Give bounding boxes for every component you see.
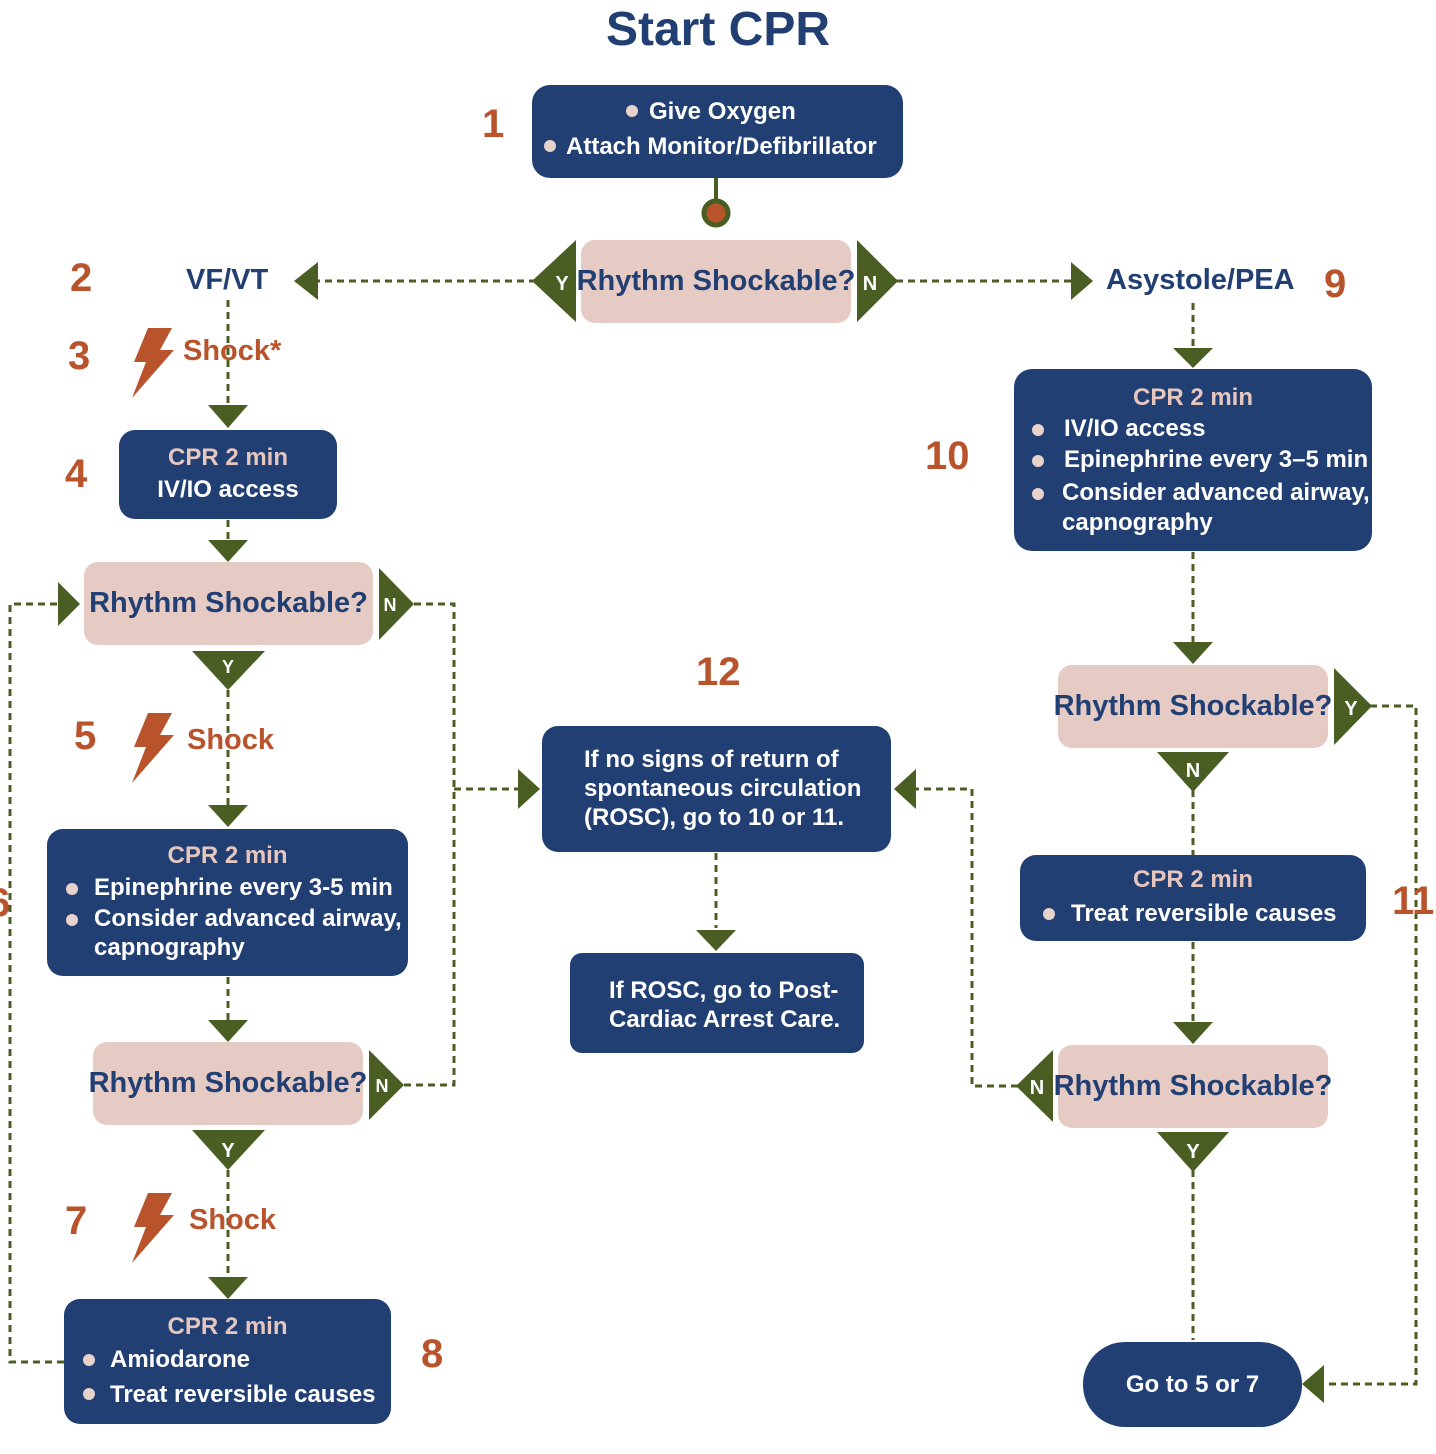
post-care-line-2: Cardiac Arrest Care. [609,1006,841,1033]
bullet-dot-icon [1032,455,1044,467]
step-10-item-2: Epinephrine every 3–5 min [1064,446,1369,473]
step-11-box: CPR 2 min Treat reversible causes [1020,855,1366,941]
no-label-top: N [863,273,877,295]
no-label-left-1: N [384,595,397,615]
bullet-dot-icon [1032,488,1044,500]
step-4-box: CPR 2 min IV/IO access [119,430,337,519]
no-label-right-2: N [1030,1077,1044,1099]
decision-rhythm-shockable-left-2: Rhythm Shockable? [89,1042,367,1125]
shock-label-3: Shock* [183,335,282,367]
post-care-line-1: If ROSC, go to Post- [609,977,839,1004]
bullet-dot-icon [1032,424,1044,436]
no-label-right-1: N [1186,760,1200,782]
step-8-item-1: Amiodarone [110,1346,251,1373]
step-6-box: CPR 2 min Epinephrine every 3-5 min Cons… [47,829,408,976]
step-8-box: CPR 2 min Amiodarone Treat reversible ca… [64,1299,391,1424]
step-1-item-2: Attach Monitor/Defibrillator [566,133,877,160]
yes-label-top: Y [555,273,569,295]
decision-rhythm-shockable-right-2: Rhythm Shockable? [1054,1045,1332,1128]
yes-label-left-1: Y [222,657,234,677]
step-number-5: 5 [74,714,97,758]
step-10-item-4: capnography [1062,509,1213,536]
step-6-item-1: Epinephrine every 3-5 min [94,874,393,901]
step-6-item-3: capnography [94,934,245,961]
step-number-1: 1 [482,102,505,146]
no-label-left-2: N [376,1076,389,1096]
step-12-line-3: (ROSC), go to 10 or 11. [584,804,845,831]
step-10-heading: CPR 2 min [1132,384,1254,411]
lightning-bolt-icon [132,713,174,783]
decision-rhythm-shockable-right-1: Rhythm Shockable? [1054,665,1332,748]
step-6-heading: CPR 2 min [167,842,288,869]
step-1-box: Give Oxygen Attach Monitor/Defibrillator [532,85,903,178]
step-number-2: 2 [70,256,93,300]
bullet-dot-icon [1043,908,1055,920]
step-number-9: 9 [1324,262,1347,306]
step-12-line-1: If no signs of return of [584,746,839,773]
decision-rhythm-shockable-top: Rhythm Shockable? [577,240,855,323]
step-number-11: 11 [1392,879,1435,923]
yes-label-right-1: Y [1344,698,1358,720]
goto-5-or-7-box: Go to 5 or 7 [1083,1342,1302,1427]
step-8-heading: CPR 2 min [167,1313,288,1340]
decision-rhythm-shockable-left-1: Rhythm Shockable? [84,562,373,645]
lightning-bolt-icon [132,1193,174,1263]
step-8-item-2: Treat reversible causes [110,1381,376,1408]
step-number-10: 10 [925,434,970,478]
step-number-3: 3 [68,334,91,378]
step-number-8: 8 [421,1332,444,1376]
bullet-dot-icon [66,883,78,895]
shock-label-7: Shock [189,1204,277,1236]
asystole-pea-label: Asystole/PEA [1106,264,1295,296]
step-6-item-2: Consider advanced airway, [94,905,402,932]
step-number-6: 6 [0,881,10,926]
step-1-item-1: Give Oxygen [649,98,796,125]
shock-label-5: Shock [187,724,275,756]
bullet-dot-icon [66,914,78,926]
yes-label-left-2: Y [221,1140,235,1162]
step-number-7: 7 [65,1199,88,1243]
step-10-item-1: IV/IO access [1064,415,1206,442]
step-10-item-3: Consider advanced airway, [1062,479,1370,506]
lightning-bolt-icon [132,328,174,398]
step-number-12: 12 [696,650,741,694]
bullet-dot-icon [544,140,556,152]
step-10-box: CPR 2 min IV/IO access Epinephrine every… [1014,369,1372,551]
step-11-item-1: Treat reversible causes [1071,900,1337,927]
yes-label-right-2: Y [1186,1141,1200,1163]
step-4-line-2: IV/IO access [157,476,299,503]
bullet-dot-icon [83,1388,95,1400]
step-4-line-1: CPR 2 min [167,444,289,471]
bullet-dot-icon [83,1354,95,1366]
step-12-line-2: spontaneous circulation [584,775,862,802]
step-11-heading: CPR 2 min [1132,866,1254,893]
step-12-box: If no signs of return of spontaneous cir… [542,726,891,852]
bullet-dot-icon [626,105,638,117]
step-number-4: 4 [65,452,88,496]
post-cardiac-arrest-care-box: If ROSC, go to Post- Cardiac Arrest Care… [570,953,864,1053]
page-title: Start CPR [605,3,831,56]
vf-vt-label: VF/VT [186,264,269,296]
